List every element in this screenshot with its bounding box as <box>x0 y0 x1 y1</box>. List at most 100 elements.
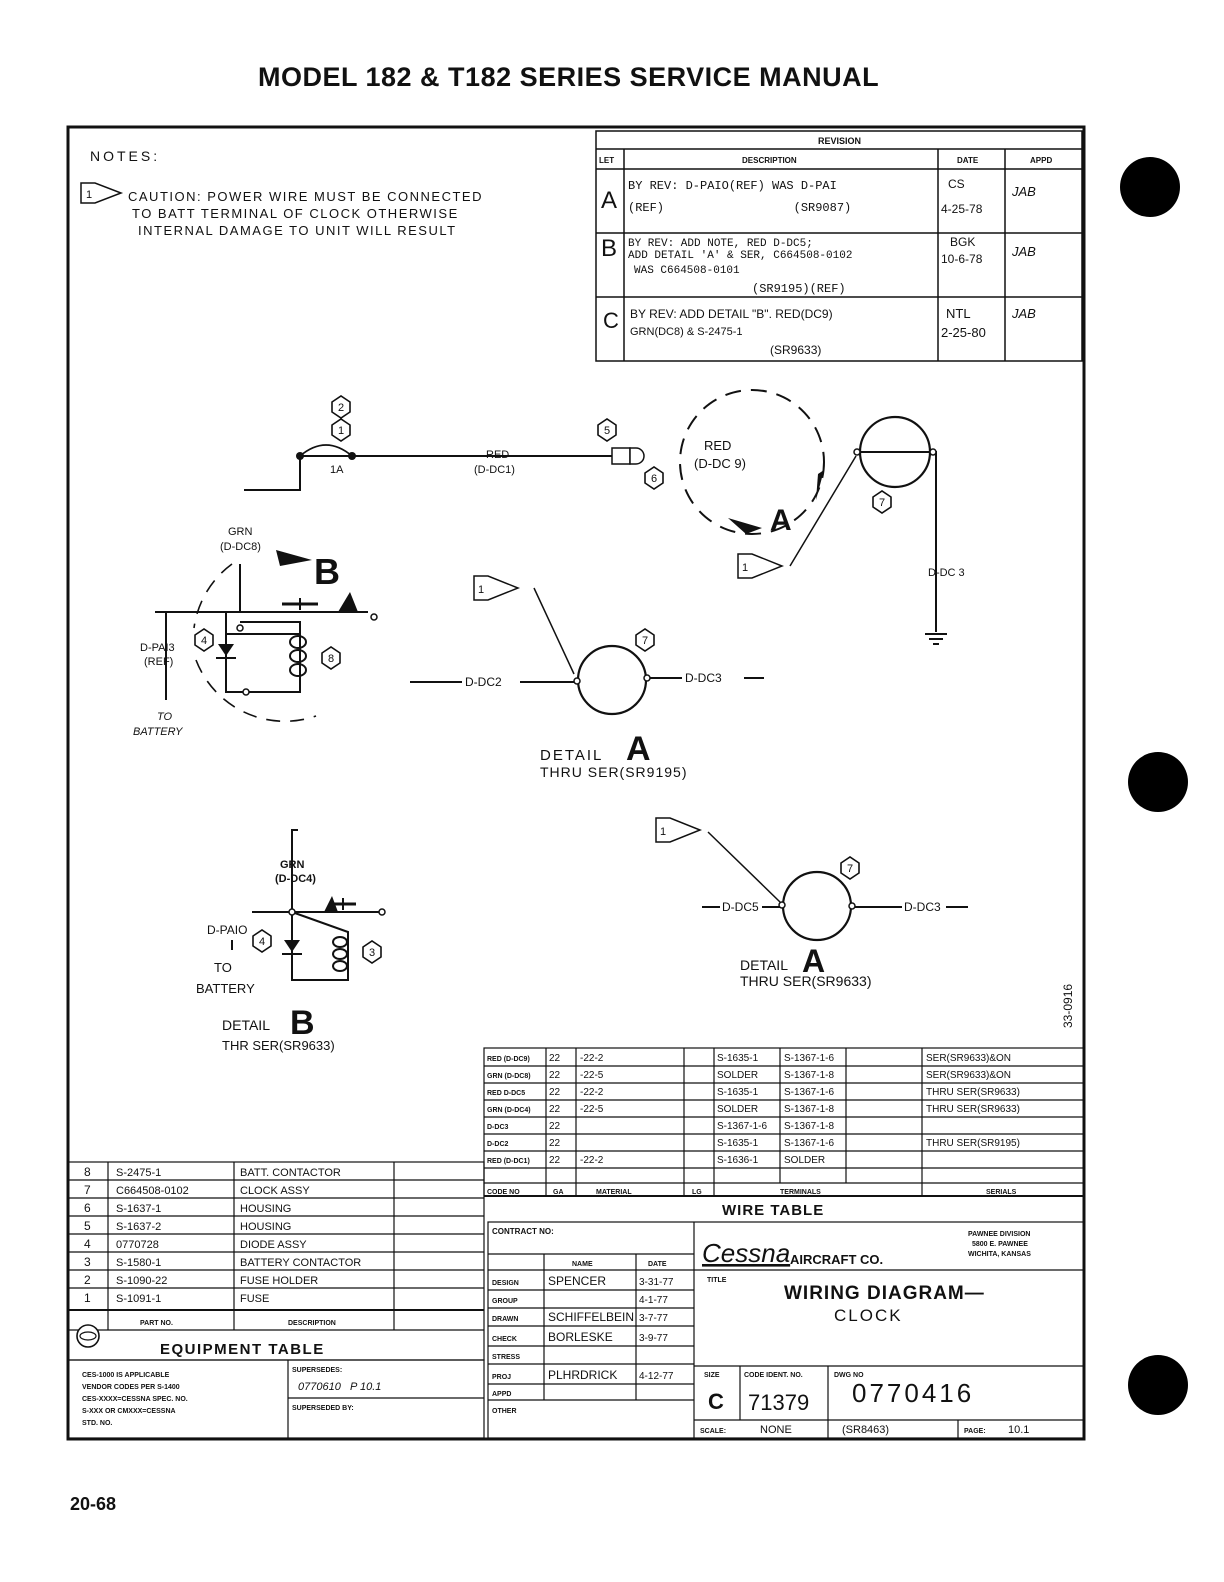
revision-c-date-1: NTL <box>946 306 971 321</box>
detail-b-diode <box>284 940 300 952</box>
equipment-header-description: DESCRIPTION <box>288 1320 336 1327</box>
binder-hole-top <box>1120 157 1180 217</box>
note-flag: 1 <box>80 182 124 204</box>
detail-a-right-wire: D-DC3 <box>685 671 722 685</box>
equipment-item-number: 5 <box>84 1219 91 1233</box>
equipment-description: HOUSING <box>240 1203 291 1215</box>
supersedes-label: SUPERSEDES: <box>292 1367 342 1374</box>
signoff-name: SPENCER <box>548 1274 606 1288</box>
wire-table-cell: THRU SER(SR9633) <box>926 1104 1020 1115</box>
company-suffix: AIRCRAFT CO. <box>790 1252 883 1267</box>
revision-a-date-1: CS <box>948 177 965 191</box>
wire-table-cell: THRU SER(SR9195) <box>926 1138 1020 1149</box>
equipment-description: BATT. CONTACTOR <box>240 1167 341 1179</box>
detail-b-title: DETAIL <box>222 1017 270 1033</box>
size-label: SIZE <box>704 1372 720 1379</box>
detail-b-grn-2: (D-DC4) <box>275 873 316 885</box>
signoff-role: GROUP <box>492 1298 518 1305</box>
revision-a-desc-2: (REF) (SR9087) <box>628 201 851 215</box>
item-marker-4-detail-b: 4 <box>252 929 272 953</box>
size-value: C <box>708 1389 724 1414</box>
company-logo: Cessna <box>702 1238 790 1268</box>
detail-a-title: DETAIL <box>540 747 603 764</box>
signoff-name: BORLESKE <box>548 1330 613 1344</box>
detail-b-circuit <box>231 829 382 981</box>
signoff-role: DESIGN <box>492 1280 519 1287</box>
wire-table-cell: SOLDER <box>717 1104 758 1115</box>
wire-table-cell: SER(SR9633)&ON <box>926 1070 1011 1081</box>
detail-b-subtitle: THR SER(SR9633) <box>222 1038 335 1053</box>
side-code: 33-0916 <box>1061 984 1075 1028</box>
item-marker-2: 2 <box>331 395 351 419</box>
signoff-date: 3-7-77 <box>639 1313 668 1324</box>
superseded-by-label: SUPERSEDED BY: <box>292 1405 354 1412</box>
wire-table-cell: S-1367-1-6 <box>784 1138 834 1149</box>
d-dc3-label: D-DC 3 <box>928 567 965 579</box>
wire-table-cell: SOLDER <box>784 1155 825 1166</box>
revision-b-desc-1: BY REV: ADD NOTE, RED D-DC5; <box>628 238 813 250</box>
red-dc9-label-1: RED <box>704 438 731 453</box>
note-flag-detail-a: 1 <box>473 575 521 601</box>
wire-table-cell: THRU SER(SR9633) <box>926 1087 1020 1098</box>
fuse-terminal-right <box>348 452 356 460</box>
equipment-description: DIODE ASSY <box>240 1239 307 1251</box>
date-header: DATE <box>648 1261 667 1268</box>
equipment-item-number: 8 <box>84 1165 91 1179</box>
note-1-line-1: CAUTION: POWER WIRE MUST BE CONNECTED <box>128 189 483 204</box>
item-marker-6: 6 <box>644 466 664 490</box>
wire-table-cell: S-1635-1 <box>717 1138 759 1149</box>
ces-note-4: S-XXX OR CMXXX=CESSNA <box>82 1408 176 1415</box>
wire-table-cell: S-1367-1-6 <box>717 1121 767 1132</box>
detail-a2-letter: A <box>802 943 825 979</box>
wire-table-cell: RED D-DC5 <box>487 1090 525 1097</box>
relay-coil <box>289 635 307 677</box>
equipment-description: CLOCK ASSY <box>240 1185 310 1197</box>
notes-heading: NOTES: <box>90 148 160 164</box>
main-red-wire-label-2: (D-DC1) <box>474 464 515 476</box>
svg-text:1: 1 <box>742 562 748 574</box>
note-flag-detail-a2: 1 <box>655 817 703 843</box>
equipment-part-number: S-1091-1 <box>116 1293 161 1305</box>
signoff-date: 3-9-77 <box>639 1333 668 1344</box>
callout-letter-a: A <box>770 504 792 537</box>
equipment-description: FUSE <box>240 1293 269 1305</box>
signoff-role: CHECK <box>492 1336 517 1343</box>
revision-header-date: DATE <box>957 156 979 165</box>
ces-note-3: CES-XXXX=CESSNA SPEC. NO. <box>82 1396 188 1403</box>
item-marker-8: 8 <box>321 646 341 670</box>
note-flag-main: 1 <box>737 553 785 579</box>
wire-table-cell: S-1636-1 <box>717 1155 759 1166</box>
equipment-part-number: S-1637-2 <box>116 1221 161 1233</box>
equipment-description: HOUSING <box>240 1221 291 1233</box>
page-number: 20-68 <box>70 1494 117 1514</box>
dwg-no-value: 0770416 <box>852 1378 974 1408</box>
equipment-description: BATTERY CONTACTOR <box>240 1257 361 1269</box>
detail-a2-left-wire: D-DC5 <box>722 900 759 914</box>
wire-table-cell: S-1367-1-8 <box>784 1121 834 1132</box>
main-red-wire-label-1: RED <box>486 449 509 461</box>
svg-text:7: 7 <box>642 635 648 647</box>
equipment-part-number: S-1580-1 <box>116 1257 161 1269</box>
revision-block <box>595 130 1083 362</box>
wire-table-cell: D-DC3 <box>487 1124 508 1131</box>
wire-table-cell: S-1367-1-8 <box>784 1070 834 1081</box>
division-line-1: PAWNEE DIVISION <box>968 1231 1031 1238</box>
equipment-item-number: 6 <box>84 1201 91 1215</box>
wire-table-cell: SER(SR9633)&ON <box>926 1053 1011 1064</box>
wire-table-title: WIRE TABLE <box>722 1202 824 1219</box>
equipment-item-number: 7 <box>84 1183 91 1197</box>
binder-hole-bottom <box>1128 1355 1188 1415</box>
wire-table-cell: 22 <box>549 1070 561 1081</box>
scale-label: SCALE: <box>700 1428 726 1435</box>
wire-table-cell: -22-2 <box>580 1155 604 1166</box>
wire-table-cell: GRN (D-DC8) <box>487 1073 531 1080</box>
item-marker-7-main: 7 <box>872 490 892 514</box>
revision-title: REVISION <box>818 136 861 146</box>
item-marker-7-detail-a2: 7 <box>840 856 860 880</box>
drawing-title-line-1: WIRING DIAGRAM— <box>784 1283 985 1304</box>
revision-b-date-1: BGK <box>950 235 975 249</box>
page-label: PAGE: <box>964 1428 986 1435</box>
grn-dc8-label-1: GRN <box>228 526 253 538</box>
drawing-border <box>66 125 1086 1441</box>
